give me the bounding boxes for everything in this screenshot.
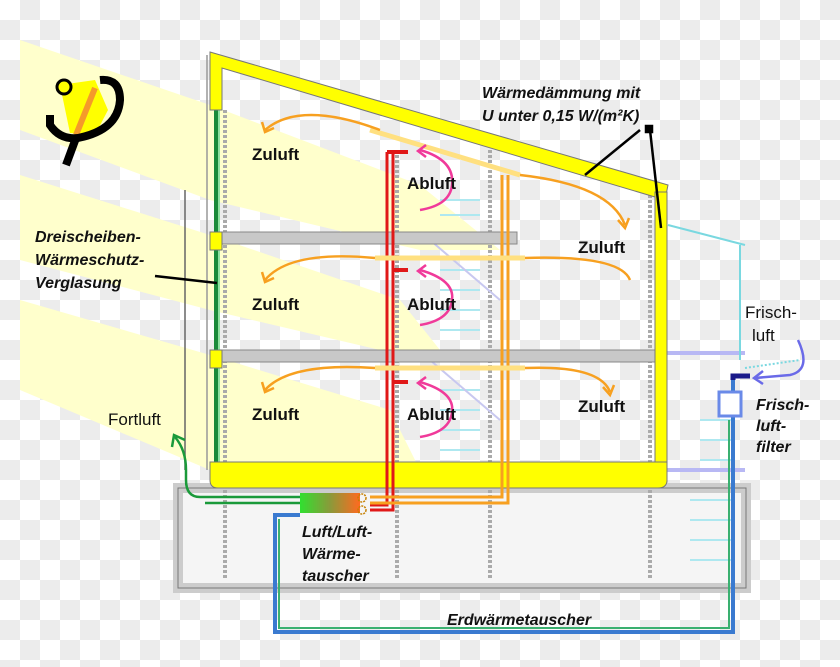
insulation-label-1: Wärmedämmung mit [482, 85, 641, 102]
insulation-envelope [209, 51, 669, 489]
frischluft-label-2: luft [752, 326, 775, 345]
glazing-label-3: Verglasung [35, 275, 122, 292]
glazing-label-2: Wärmeschutz- [35, 252, 144, 269]
zuluft-label: Zuluft [252, 405, 300, 424]
supply-air-arrows [260, 113, 632, 398]
supply-air-duct [369, 127, 525, 505]
heat-exchanger-unit[interactable] [300, 493, 367, 515]
ground-heat-exchanger-pipe [273, 373, 750, 634]
glazing-label-1: Dreischeiben- [35, 229, 141, 246]
passivhaus-logo [46, 75, 125, 167]
fresh-air-filter[interactable] [717, 390, 743, 418]
filter-label-1: Frisch- [756, 397, 809, 414]
exhaust-air-duct [170, 433, 300, 505]
insulation-label-2: U unter 0,15 W/(m²K) [482, 108, 639, 125]
fortluft-label: Fortluft [108, 410, 161, 429]
frischluft-label-1: Frisch- [745, 303, 797, 322]
heat-exchanger-label-1: Luft/Luft- [302, 524, 372, 541]
zuluft-label: Zuluft [578, 397, 626, 416]
fresh-air-arrow [744, 339, 805, 386]
filter-label-2: luft- [756, 418, 786, 435]
abluft-label: Abluft [407, 174, 456, 193]
zuluft-label: Zuluft [252, 145, 300, 164]
component-labels: Wärmedämmung mit U unter 0,15 W/(m²K) Dr… [35, 85, 809, 629]
filter-label-3: filter [756, 439, 791, 456]
leader-lines [154, 124, 663, 285]
zuluft-label: Zuluft [578, 238, 626, 257]
abluft-label: Abluft [407, 295, 456, 314]
ground-exchanger-label: Erdwärmetauscher [447, 612, 592, 629]
interior-stairs [429, 199, 501, 451]
extract-air-arrows [415, 144, 454, 439]
extract-air-duct [370, 150, 408, 512]
abluft-label: Abluft [407, 405, 456, 424]
facade [184, 55, 220, 470]
heat-exchanger-label-3: tauscher [302, 568, 369, 585]
columns [223, 110, 652, 580]
room-labels: Zuluft Zuluft Zuluft Zuluft Zuluft Abluf… [252, 145, 626, 424]
heat-exchanger-label-2: Wärme- [302, 546, 361, 563]
zuluft-label: Zuluft [252, 295, 300, 314]
